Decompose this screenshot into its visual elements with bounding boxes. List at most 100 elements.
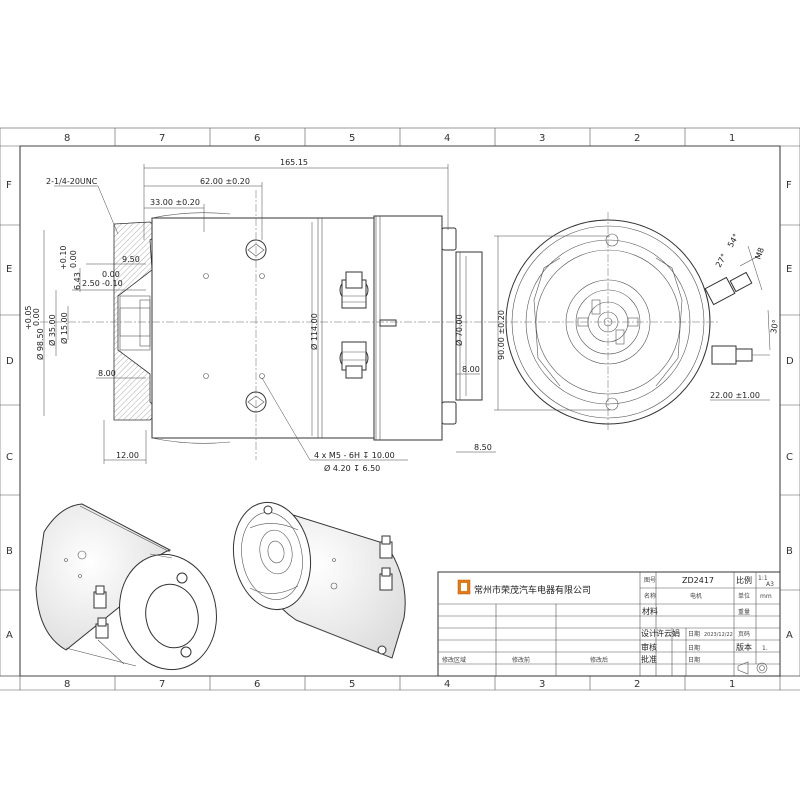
dim-33: 33.00 ±0.20 bbox=[150, 198, 200, 207]
dim-62: 62.00 ±0.20 bbox=[200, 177, 250, 186]
dim-dia-15: Ø 15.00 bbox=[59, 312, 69, 344]
zone-col-7: 7 bbox=[159, 133, 165, 144]
zone-col-5: 5 bbox=[349, 133, 355, 144]
zone-row-D-right: D bbox=[786, 356, 794, 367]
zone-row-C: C bbox=[6, 452, 13, 463]
dim-angle-30: 30° bbox=[769, 319, 780, 335]
side-view-labels: 165.15 2-1/4-20UNC 62.00 ±0.20 33.00 ±0.… bbox=[24, 158, 492, 473]
zone-col-1-bottom: 1 bbox=[729, 679, 735, 690]
version-label: 版本 bbox=[736, 642, 752, 652]
weight-label: 重量 bbox=[738, 608, 750, 616]
company-logo bbox=[457, 579, 471, 595]
terminal-bottom bbox=[339, 341, 369, 379]
zone-col-4: 4 bbox=[444, 133, 450, 144]
dim-8-50: 8.50 bbox=[474, 443, 492, 452]
title-block-labels: 常州市荣茂汽车电器有限公司 图号 ZD2417 比例 1:1 A3 名称 电机 … bbox=[442, 575, 774, 675]
zone-col-5-bottom: 5 bbox=[349, 679, 355, 690]
zone-col-2: 2 bbox=[634, 133, 640, 144]
zone-row-F: F bbox=[6, 180, 12, 191]
end-terminal-upper bbox=[704, 253, 763, 306]
zone-labels: 8 7 6 5 4 3 2 1 8 7 6 5 4 3 2 1 F E D C … bbox=[6, 133, 794, 690]
designer-name: 许云娟 bbox=[656, 628, 680, 638]
dim-90: 90.00 ±0.20 bbox=[497, 310, 506, 360]
dim-6-43: 6.43 bbox=[73, 272, 82, 290]
dim-dia-114: Ø 114.00 bbox=[309, 313, 319, 350]
dim-overall-length: 165.15 bbox=[280, 158, 308, 167]
dim-thread-spec: 2-1/4-20UNC bbox=[46, 177, 98, 186]
zone-col-8: 8 bbox=[64, 133, 70, 144]
dim-neg-010: -0.10 bbox=[102, 279, 123, 288]
dim-dia-98: Ø 98.50 bbox=[35, 328, 45, 360]
dim-8-left: 8.00 bbox=[98, 369, 116, 378]
zone-col-8-bottom: 8 bbox=[64, 679, 70, 690]
zone-col-4-bottom: 4 bbox=[444, 679, 450, 690]
dim-hole-spec: 4 x M5 - 6H ↧ 10.00 bbox=[314, 451, 395, 460]
dim-tol-zero2: 0.00 bbox=[32, 308, 41, 326]
design-date-label: 日期 bbox=[688, 630, 700, 638]
terminal-top bbox=[339, 271, 369, 309]
drawing-no: ZD2417 bbox=[682, 576, 714, 585]
zone-col-6-bottom: 6 bbox=[254, 679, 260, 690]
revision-region-label: 修改区域 bbox=[442, 656, 466, 664]
dim-tol-pos005: +0.05 bbox=[24, 305, 33, 330]
dim-tol-zero: 0.00 bbox=[69, 250, 78, 268]
dim-m8: M8 bbox=[753, 246, 766, 260]
end-view bbox=[494, 212, 771, 432]
dim-22: 22.00 ±1.00 bbox=[710, 391, 760, 400]
unit-value: mm bbox=[760, 593, 772, 600]
end-terminal-lower bbox=[711, 345, 770, 365]
dim-8-right: 8.00 bbox=[462, 365, 480, 374]
dim-angle-54: 54° bbox=[726, 232, 741, 249]
zone-row-F-right: F bbox=[786, 180, 792, 191]
dim-hole-drill: Ø 4.20 ↧ 6.50 bbox=[324, 463, 380, 473]
isometric-view-rear bbox=[232, 501, 406, 659]
zone-col-1: 1 bbox=[729, 133, 735, 144]
design-label: 设计 bbox=[641, 628, 657, 638]
company-name: 常州市荣茂汽车电器有限公司 bbox=[474, 584, 591, 596]
side-view-dimensions bbox=[43, 164, 496, 464]
review-date-label: 日期 bbox=[688, 644, 700, 652]
dim-0-00: 0.00 bbox=[102, 270, 120, 279]
zone-row-A-right: A bbox=[786, 630, 793, 641]
version-value: 1. bbox=[762, 645, 768, 652]
scale-label: 比例 bbox=[736, 575, 752, 585]
unit-label: 单位 bbox=[738, 592, 750, 600]
name-label: 名称 bbox=[644, 592, 656, 600]
side-section-view bbox=[40, 190, 500, 460]
zone-row-B-right: B bbox=[786, 546, 793, 557]
isometric-view-front bbox=[35, 503, 217, 671]
zone-ticks bbox=[0, 128, 800, 690]
zone-row-D: D bbox=[6, 356, 14, 367]
zone-row-E: E bbox=[6, 264, 12, 275]
revision-before-label: 修改前 bbox=[512, 656, 530, 664]
drawing-no-label: 图号 bbox=[644, 577, 656, 584]
dim-angle-27: 27° bbox=[714, 252, 729, 269]
dim-9-50: 9.50 bbox=[122, 255, 140, 264]
dim-dia-35: Ø 35.00 bbox=[47, 314, 57, 346]
pages-label: 页码 bbox=[738, 630, 750, 638]
zone-row-C-right: C bbox=[786, 452, 793, 463]
zone-col-3-bottom: 3 bbox=[539, 679, 545, 690]
approve-label: 批准 bbox=[641, 654, 657, 664]
dim-tol-upper: +0.10 bbox=[59, 245, 68, 270]
projection-symbol-icon bbox=[737, 661, 768, 675]
zone-col-7-bottom: 7 bbox=[159, 679, 165, 690]
dim-12: 12.00 bbox=[116, 451, 139, 460]
scale-value: 1:1 bbox=[758, 575, 768, 582]
zone-col-6: 6 bbox=[254, 133, 260, 144]
material-label: 材料 bbox=[642, 606, 658, 616]
sheet-size: A3 bbox=[766, 581, 774, 588]
zone-row-A: A bbox=[6, 630, 13, 641]
zone-col-3: 3 bbox=[539, 133, 545, 144]
dim-dia-70: Ø 70.00 bbox=[454, 314, 464, 346]
dim-2-50: 2.50 bbox=[82, 279, 100, 288]
title-block bbox=[437, 571, 781, 677]
zone-row-B: B bbox=[6, 546, 13, 557]
review-label: 审核 bbox=[641, 642, 657, 652]
approve-date-label: 日期 bbox=[688, 656, 700, 664]
zone-col-2-bottom: 2 bbox=[634, 679, 640, 690]
revision-after-label: 修改后 bbox=[590, 656, 608, 664]
name-value: 电机 bbox=[690, 592, 702, 600]
design-date: 2023/12/22 bbox=[704, 632, 733, 638]
